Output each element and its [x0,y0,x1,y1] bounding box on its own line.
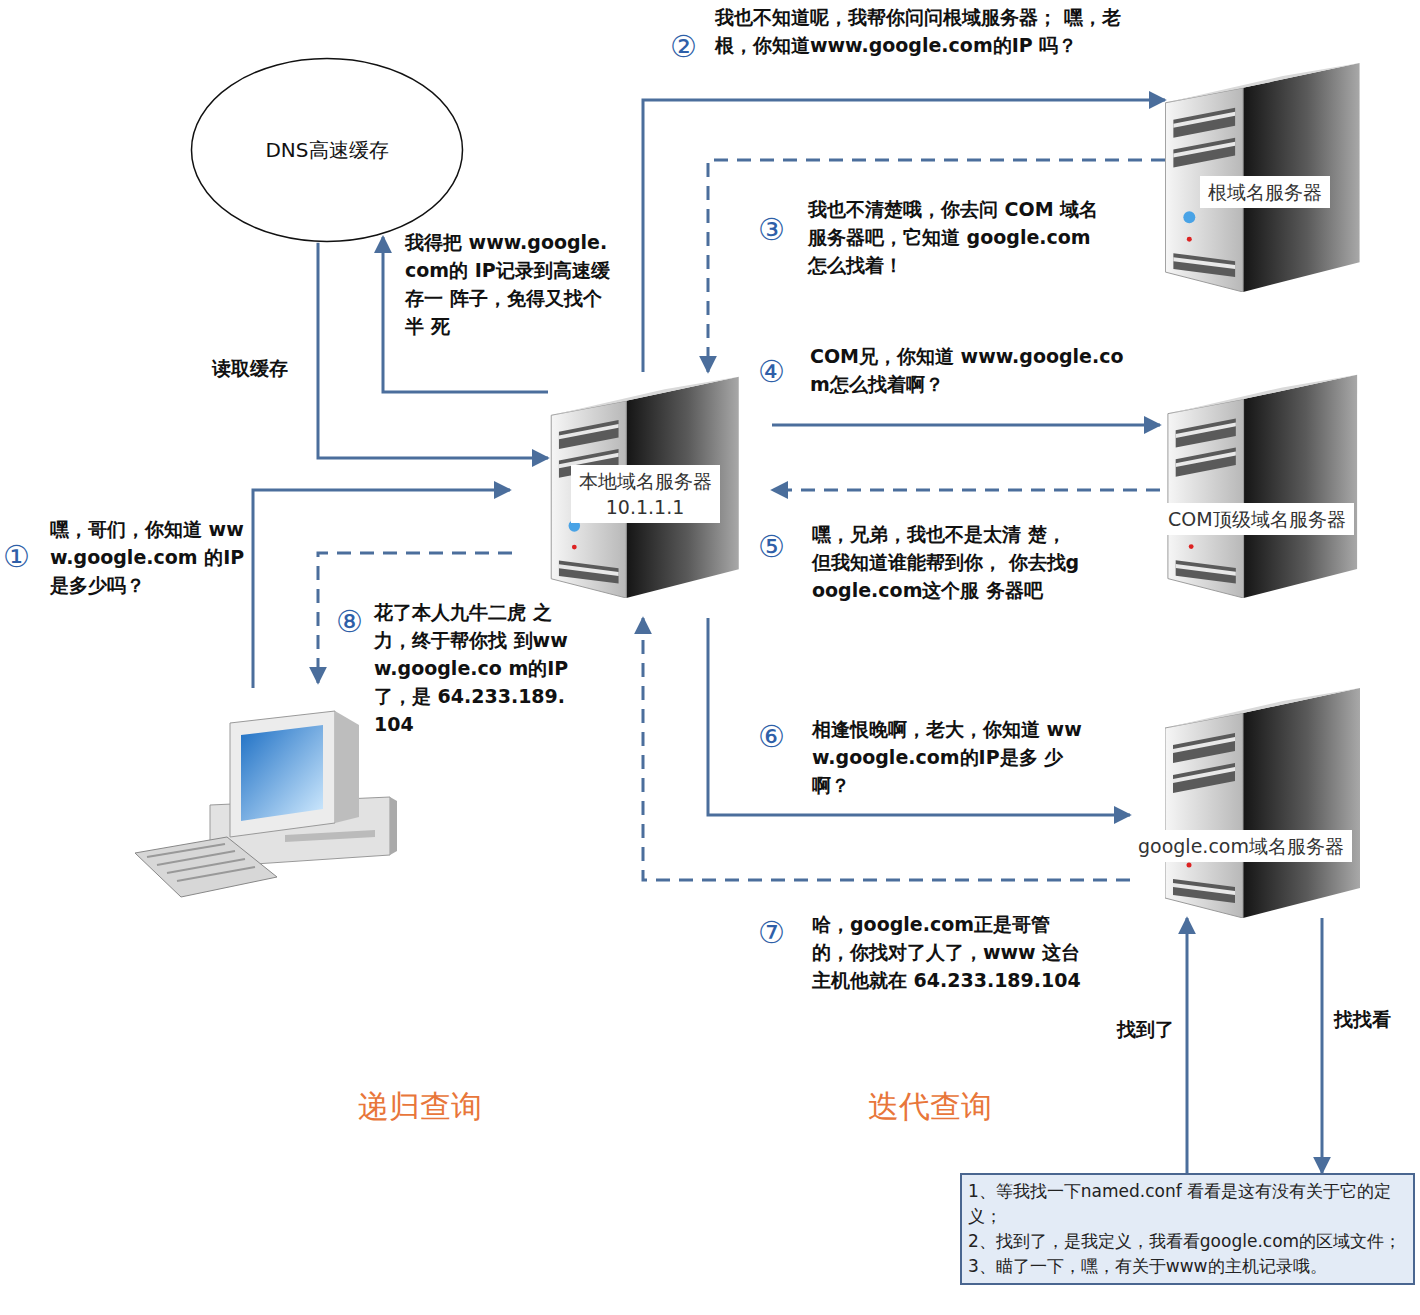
server-label: 根域名服务器 [1200,176,1330,208]
message-text: 我也不知道呢，我帮你问问根域服务器； 嘿，老根，你知道www.google.co… [715,3,1125,59]
query-arrow [318,243,548,458]
note-line: 1、等我找一下named.conf 看看是这有没有关于它的定义； [968,1179,1407,1229]
message-text: 花了本人九牛二虎 之力，终于帮你找 到www.google.co m的IP了，是… [374,598,569,738]
callout-number: ⑥ [758,720,785,754]
server-illustration [1165,63,1359,292]
callout-number: ③ [758,213,785,247]
note-box: 1、等我找一下named.conf 看看是这有没有关于它的定义；2、找到了，是我… [960,1173,1415,1285]
arrow-note: 找找看 [1332,1006,1393,1032]
message-text: 嘿，哥们，你知道 www.google.com 的IP是多少吗？ [50,515,245,599]
note-line: 3、瞄了一下，嘿，有关于www的主机记录哦。 [968,1254,1407,1279]
query-arrow [708,618,1130,815]
query-arrow [772,424,1160,427]
server-node: google.com域名服务器 [1130,683,1360,918]
server-node: COM顶级域名服务器 [1160,370,1365,598]
node-text: 10.1.1.1 [579,494,712,520]
section-title: 递归查询 [358,1088,482,1124]
reply-arrow [708,160,1165,372]
query-arrow [1321,918,1324,1173]
message-text: 我得把 www.google.com的 IP记录到高速缓存一 阵子，免得又找个半… [405,228,615,340]
server-label: COM顶级域名服务器 [1160,503,1354,535]
reply-arrow [318,553,512,683]
reply-arrow [772,489,1160,492]
server-illustration [1165,688,1360,918]
callout-number: ⑧ [336,605,363,639]
node-text: google.com域名服务器 [1138,833,1344,859]
server-label: 本地域名服务器10.1.1.1 [571,465,720,523]
ellipse-outline [190,57,464,243]
cache-ellipse: DNS高速缓存 [190,57,464,243]
callout-number: ④ [758,355,785,389]
arrow-note: 找到了 [1115,1016,1176,1042]
query-arrow [383,237,548,392]
callout-number: ⑦ [758,916,785,950]
server-label: google.com域名服务器 [1130,830,1352,862]
query-arrow [643,100,1165,372]
node-text: COM顶级域名服务器 [1168,506,1346,532]
callout-number: ② [670,30,697,64]
callout-number: ① [3,540,30,574]
message-text: 哈，google.com正是哥管 的，你找对了人了，www 这台主机他就在 64… [812,910,1084,994]
query-arrow [1186,918,1189,1173]
reply-arrow [643,618,1130,880]
query-arrow [253,490,510,688]
note-line: 2、找到了，是我定义，我看看google.com的区域文件； [968,1229,1407,1254]
message-text: 相逢恨晚啊，老大，你知道 www.google.com的IP是多 少啊？ [812,715,1094,799]
node-text: DNS高速缓存 [265,137,388,164]
node-text: 根域名服务器 [1208,179,1322,205]
server-node: 本地域名服务器10.1.1.1 [548,372,742,598]
server-node: 根域名服务器 [1165,58,1360,292]
callout-number: ⑤ [758,530,785,564]
server-illustration [551,377,739,598]
message-text: 我也不清楚哦，你去问 COM 域名服务器吧，它知道 google.com怎么找着… [808,195,1108,279]
server-illustration [1168,375,1357,598]
message-text: 嘿，兄弟，我也不是太清 楚，但我知道谁能帮到你， 你去找google.com这个… [812,520,1080,604]
client-computer [135,711,397,897]
node-text: 本地域名服务器 [579,468,712,494]
message-text: COM兄，你知道 www.google.com怎么找着啊？ [810,342,1130,398]
arrow-note: 读取缓存 [210,355,290,381]
section-title: 迭代查询 [868,1088,992,1124]
